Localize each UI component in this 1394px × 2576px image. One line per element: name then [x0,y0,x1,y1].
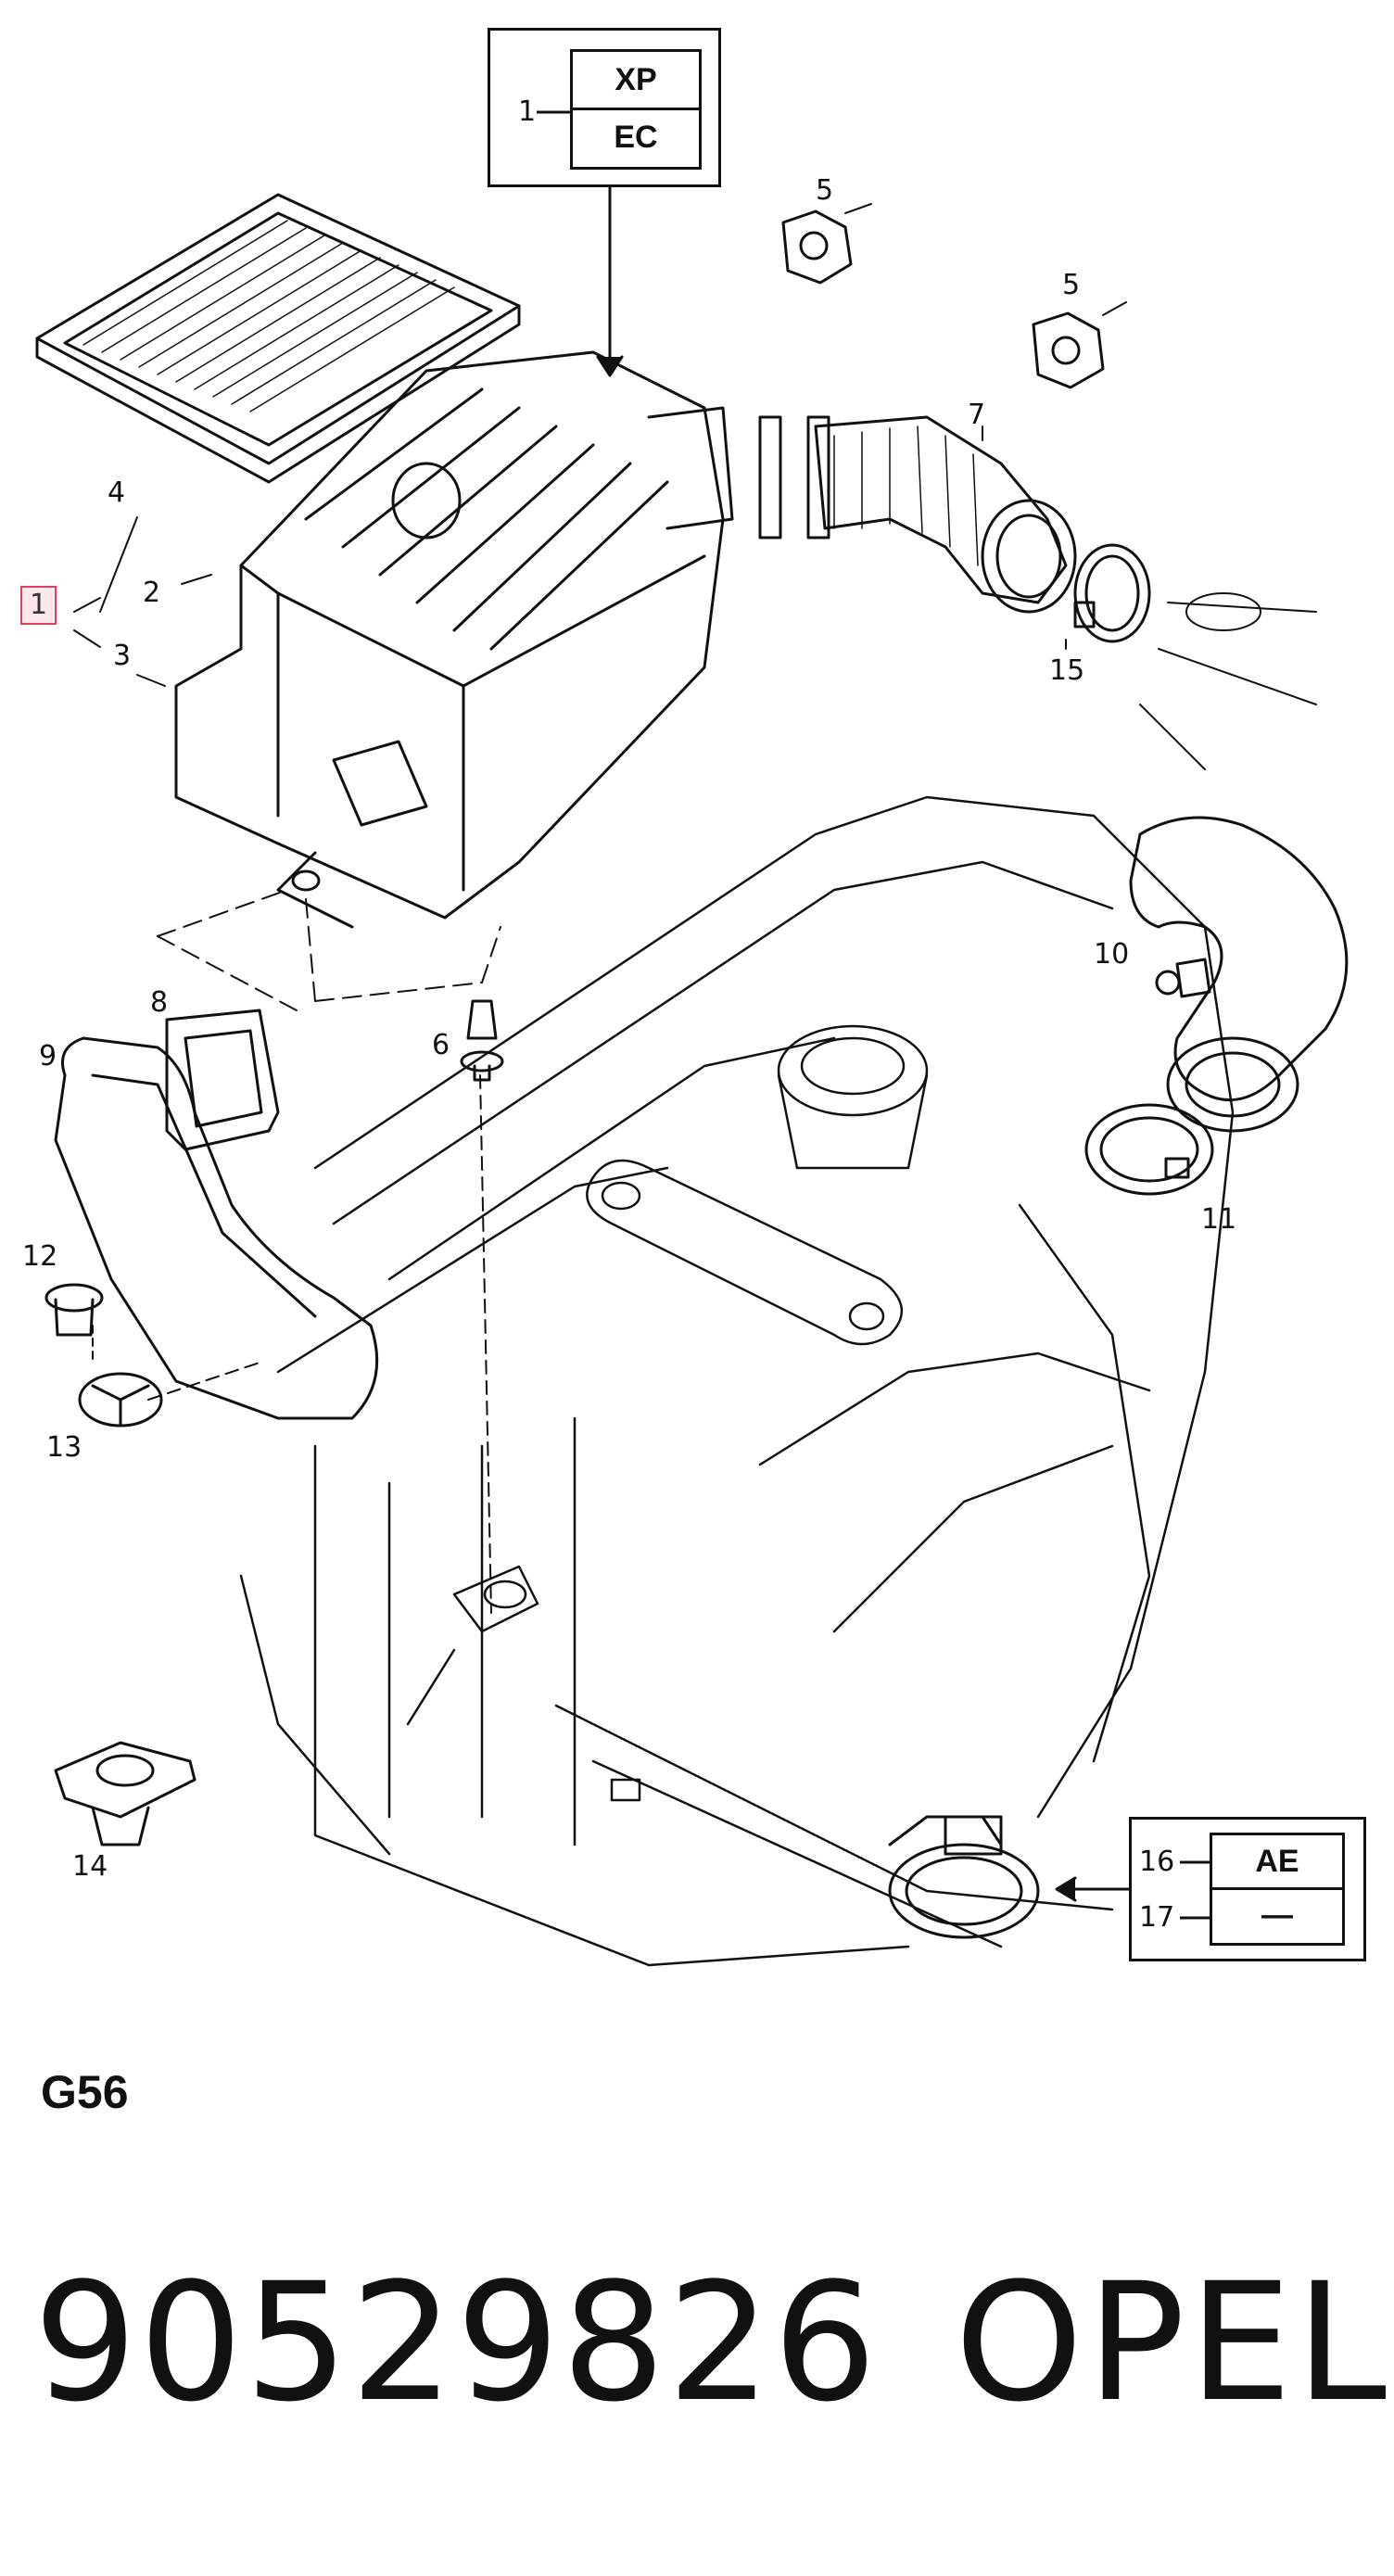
legend-bottom-item-17: 17 [1139,1901,1175,1934]
air-duct-9-drawing [54,1036,379,1420]
callout-1[interactable]: 1 [20,586,57,625]
callout-5a: 5 [816,174,834,207]
engine-pipe-drawing [1139,592,1317,770]
grommet-5a-drawing [781,209,853,285]
part-number: 90529826 [33,2248,879,2438]
leader-lines [73,203,1206,1614]
callout-8: 8 [150,986,169,1019]
legend-bottom-codes: AE — [1210,1833,1345,1946]
seal-8-drawing [165,1009,280,1151]
callout-12: 12 [22,1240,58,1273]
callout-4: 4 [108,476,126,509]
air-filter-element-drawing [35,193,521,484]
clamp-16-drawing [888,1815,1040,1939]
legend-bottom-code-dash: — [1261,1897,1293,1933]
stud-6-drawing [460,999,504,1082]
grommet-5b-drawing [1032,311,1105,389]
variant-legend-bottom: 16 17 AE — [1129,1817,1366,1961]
legend-arrows [596,184,1131,1902]
air-filter-housing-drawing [174,350,830,929]
vehicle-body-drawing [239,795,1235,1967]
elbow-hose-10-drawing [1129,816,1349,1133]
callout-5b: 5 [1062,269,1081,301]
clip-12-drawing [44,1283,104,1337]
legend-top-code-xp: XP [573,52,699,110]
hose-clamp-15-drawing [1073,543,1151,643]
brand-name: OPEL [955,2248,1390,2438]
nut-14-drawing [54,1741,196,1846]
legend-top-item-number: 1 [518,95,537,128]
clip-13-drawing [78,1372,163,1428]
callout-15: 15 [1049,654,1085,687]
callout-10: 10 [1094,938,1130,971]
callout-6: 6 [432,1029,450,1061]
section-code: G56 [41,2066,129,2118]
callout-14: 14 [72,1850,108,1883]
variant-legend-top: 1 XP EC [488,28,721,187]
callout-9: 9 [39,1040,57,1072]
exploded-parts-diagram: 1 2 3 4 5 5 6 7 8 9 10 11 12 13 14 15 1 … [20,28,1366,1967]
legend-top-codes: XP EC [570,49,702,170]
legend-top-code-ec: EC [614,119,658,155]
intake-hose-drawing [814,415,1077,614]
callout-13: 13 [46,1431,82,1464]
hose-clamp-11-drawing [1084,1103,1214,1196]
callout-11: 11 [1201,1203,1237,1236]
legend-top-connector [537,110,572,114]
legend-bottom-connector [1180,1860,1210,1920]
parts-drawing [35,184,1349,1967]
legend-bottom-item-16: 16 [1139,1846,1175,1878]
callout-2: 2 [143,577,161,609]
callout-3: 3 [113,640,132,672]
legend-bottom-code-ae: AE [1212,1835,1342,1890]
callout-7: 7 [968,399,986,431]
